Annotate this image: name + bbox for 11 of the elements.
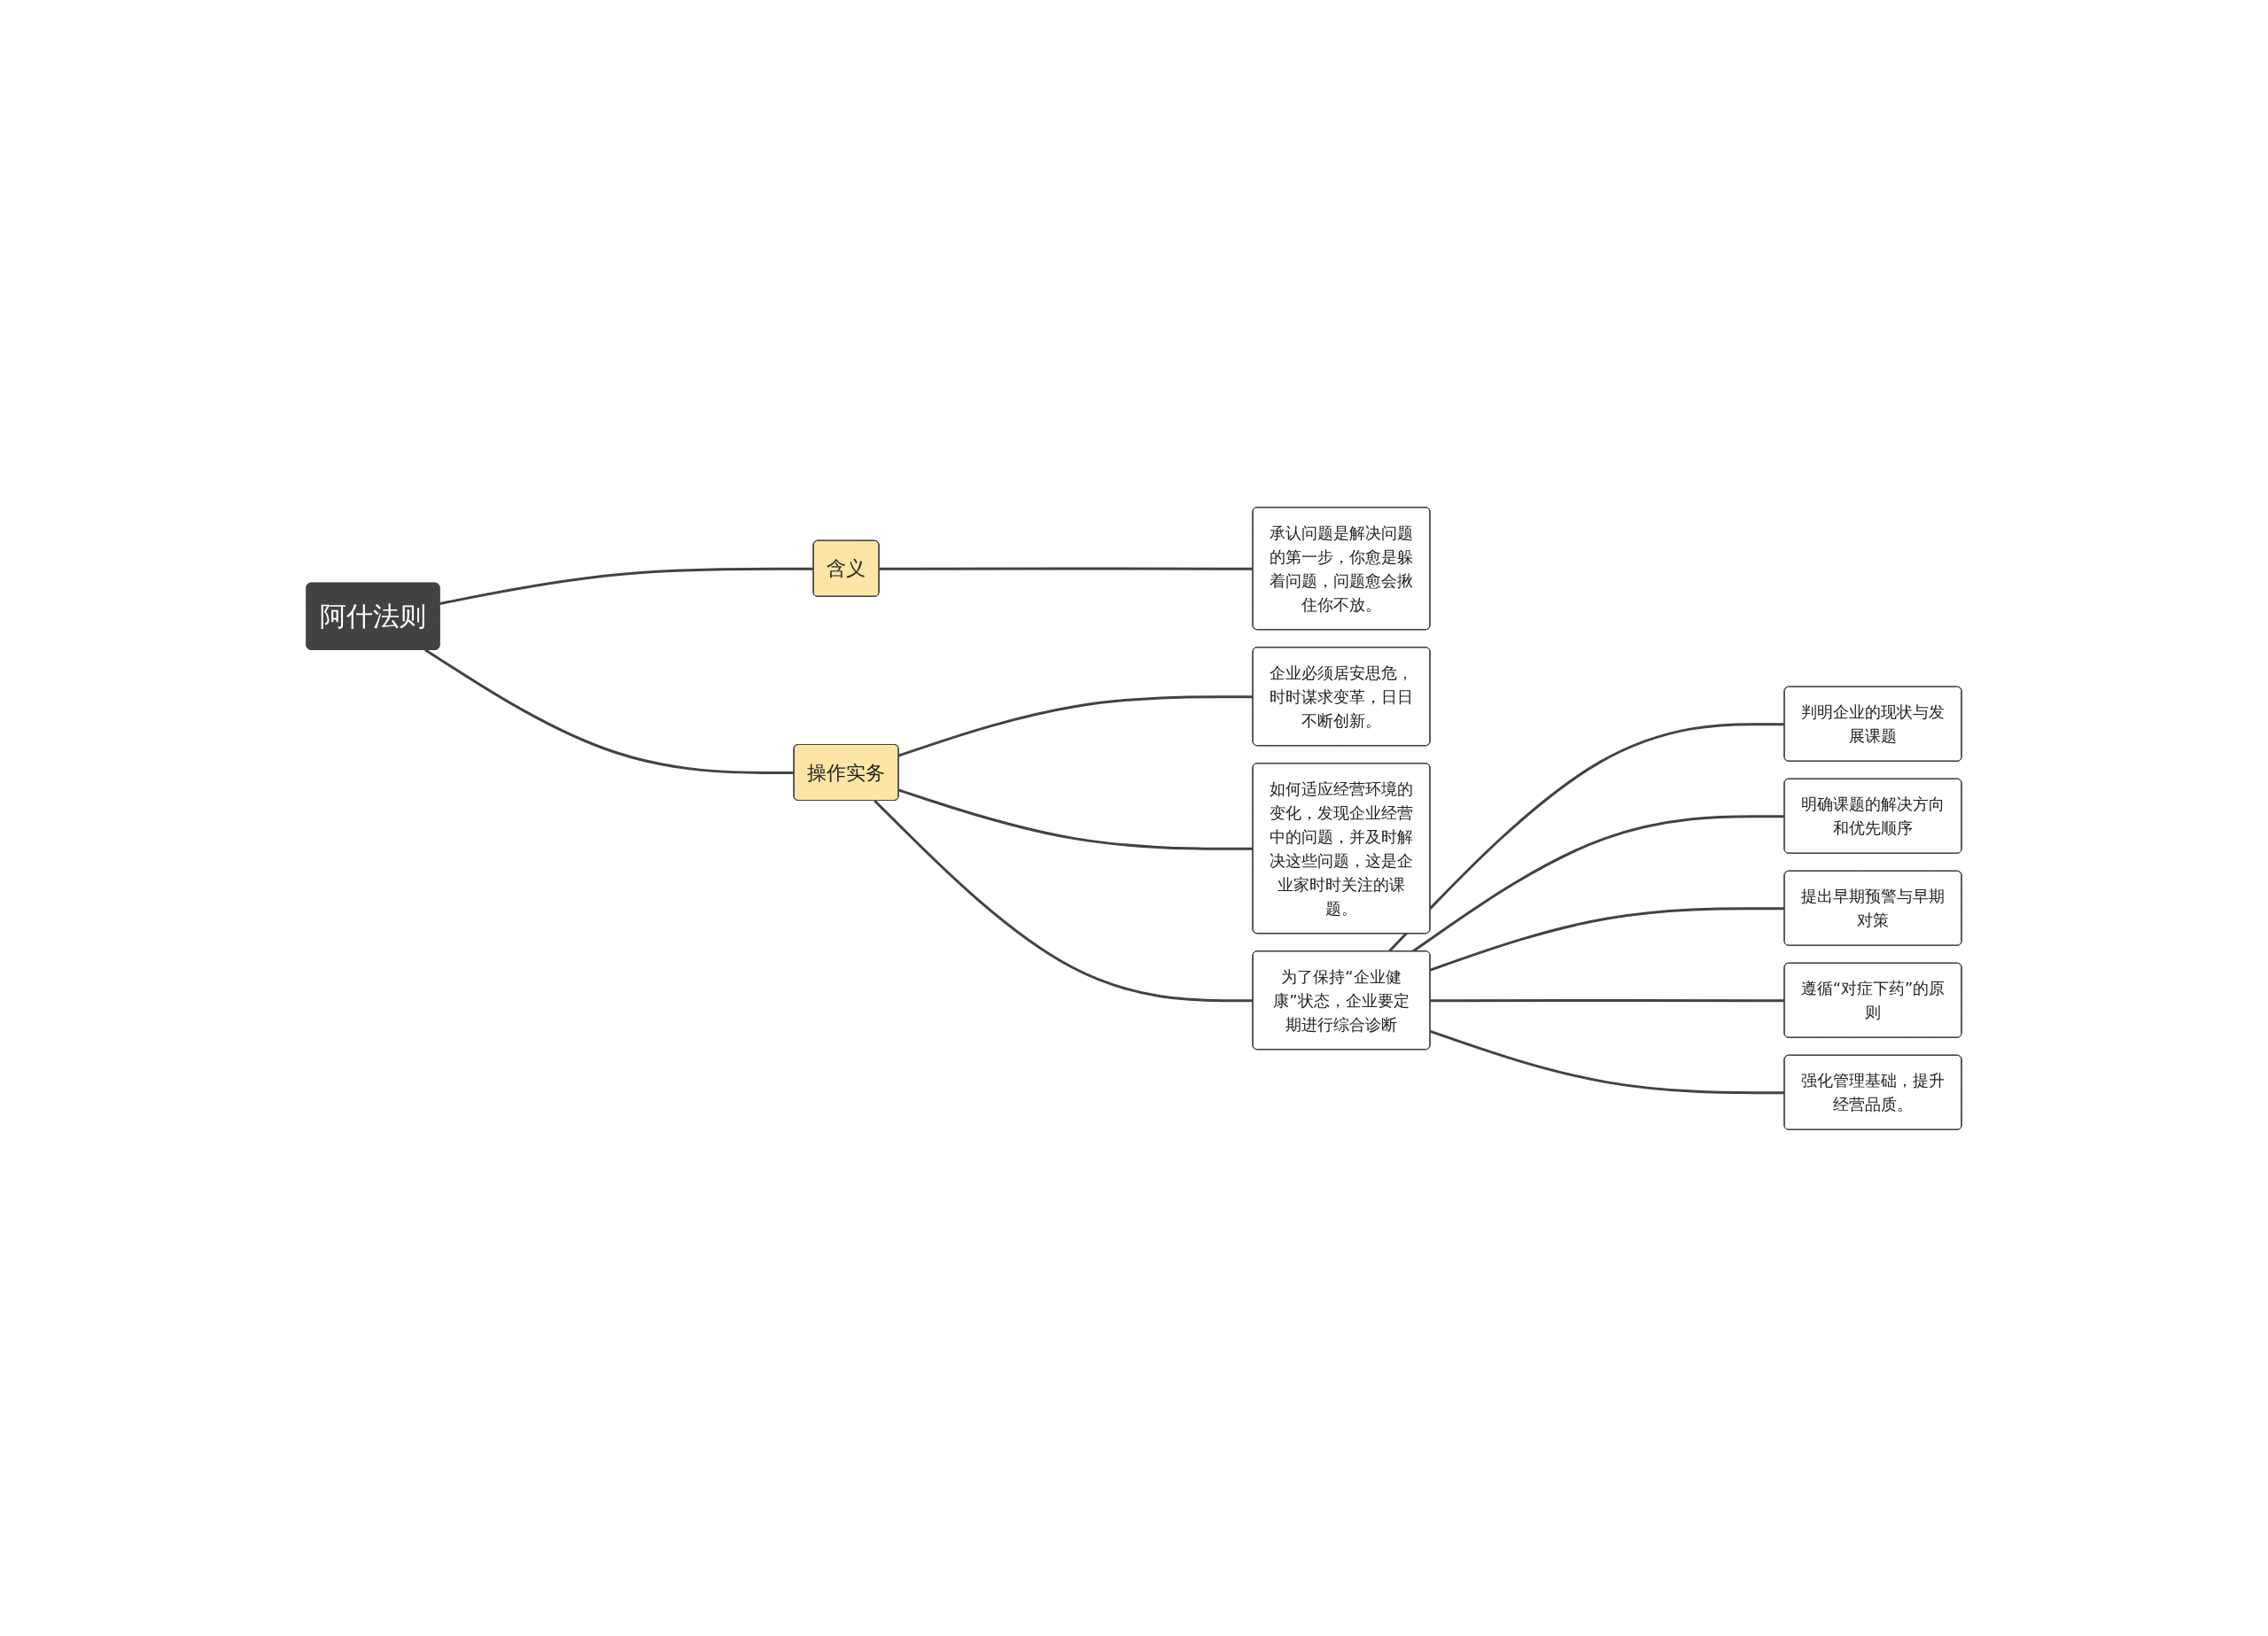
connector xyxy=(874,799,1254,1002)
connector xyxy=(879,566,1254,570)
connector xyxy=(1430,998,1785,1002)
connector xyxy=(424,648,795,774)
connector xyxy=(1430,906,1785,971)
connector xyxy=(1387,722,1785,952)
connector xyxy=(898,788,1254,850)
connector xyxy=(1430,1029,1785,1094)
connector xyxy=(898,694,1254,756)
connector xyxy=(439,567,814,605)
connector xyxy=(1411,814,1785,952)
